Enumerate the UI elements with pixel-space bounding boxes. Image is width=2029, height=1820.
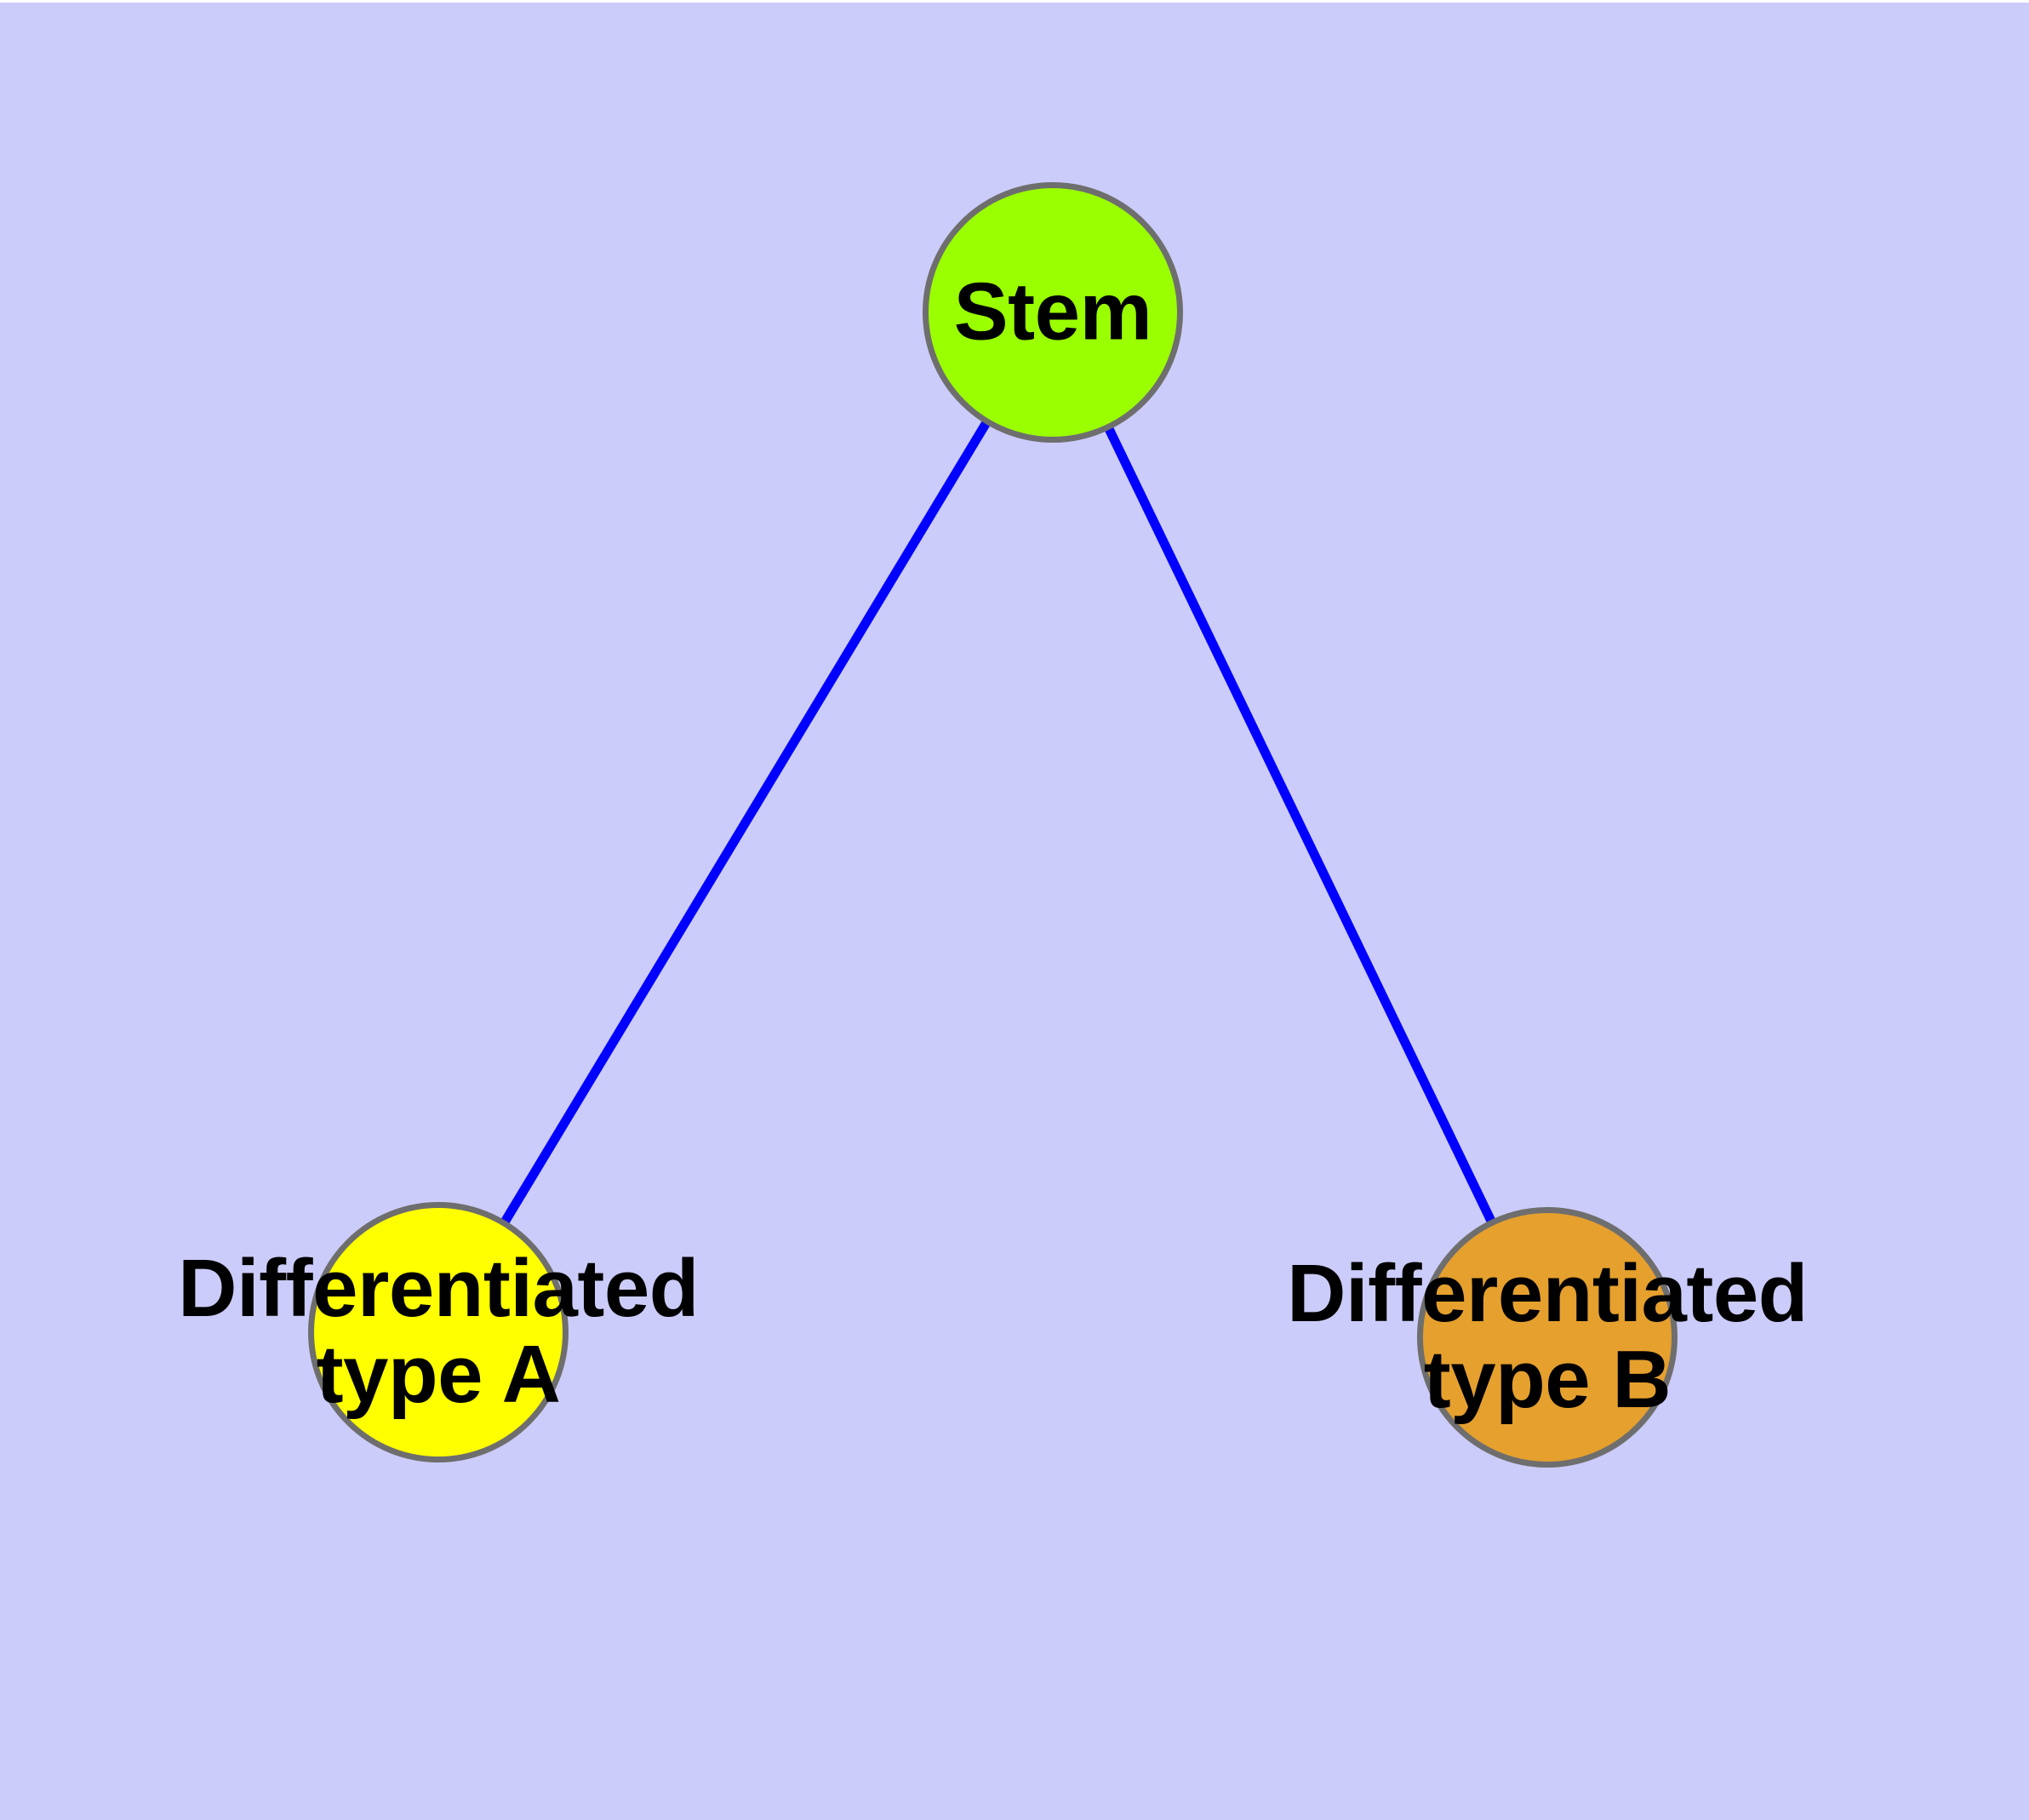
graph-edge bbox=[497, 414, 994, 1231]
graph-edge bbox=[1101, 420, 1499, 1230]
graph-node-diff-a[interactable] bbox=[308, 1202, 569, 1462]
graph-node-stem[interactable] bbox=[923, 182, 1183, 443]
graph-node-diff-b[interactable] bbox=[1417, 1207, 1677, 1468]
node-layer bbox=[308, 182, 1677, 1468]
edge-layer bbox=[497, 414, 1499, 1231]
